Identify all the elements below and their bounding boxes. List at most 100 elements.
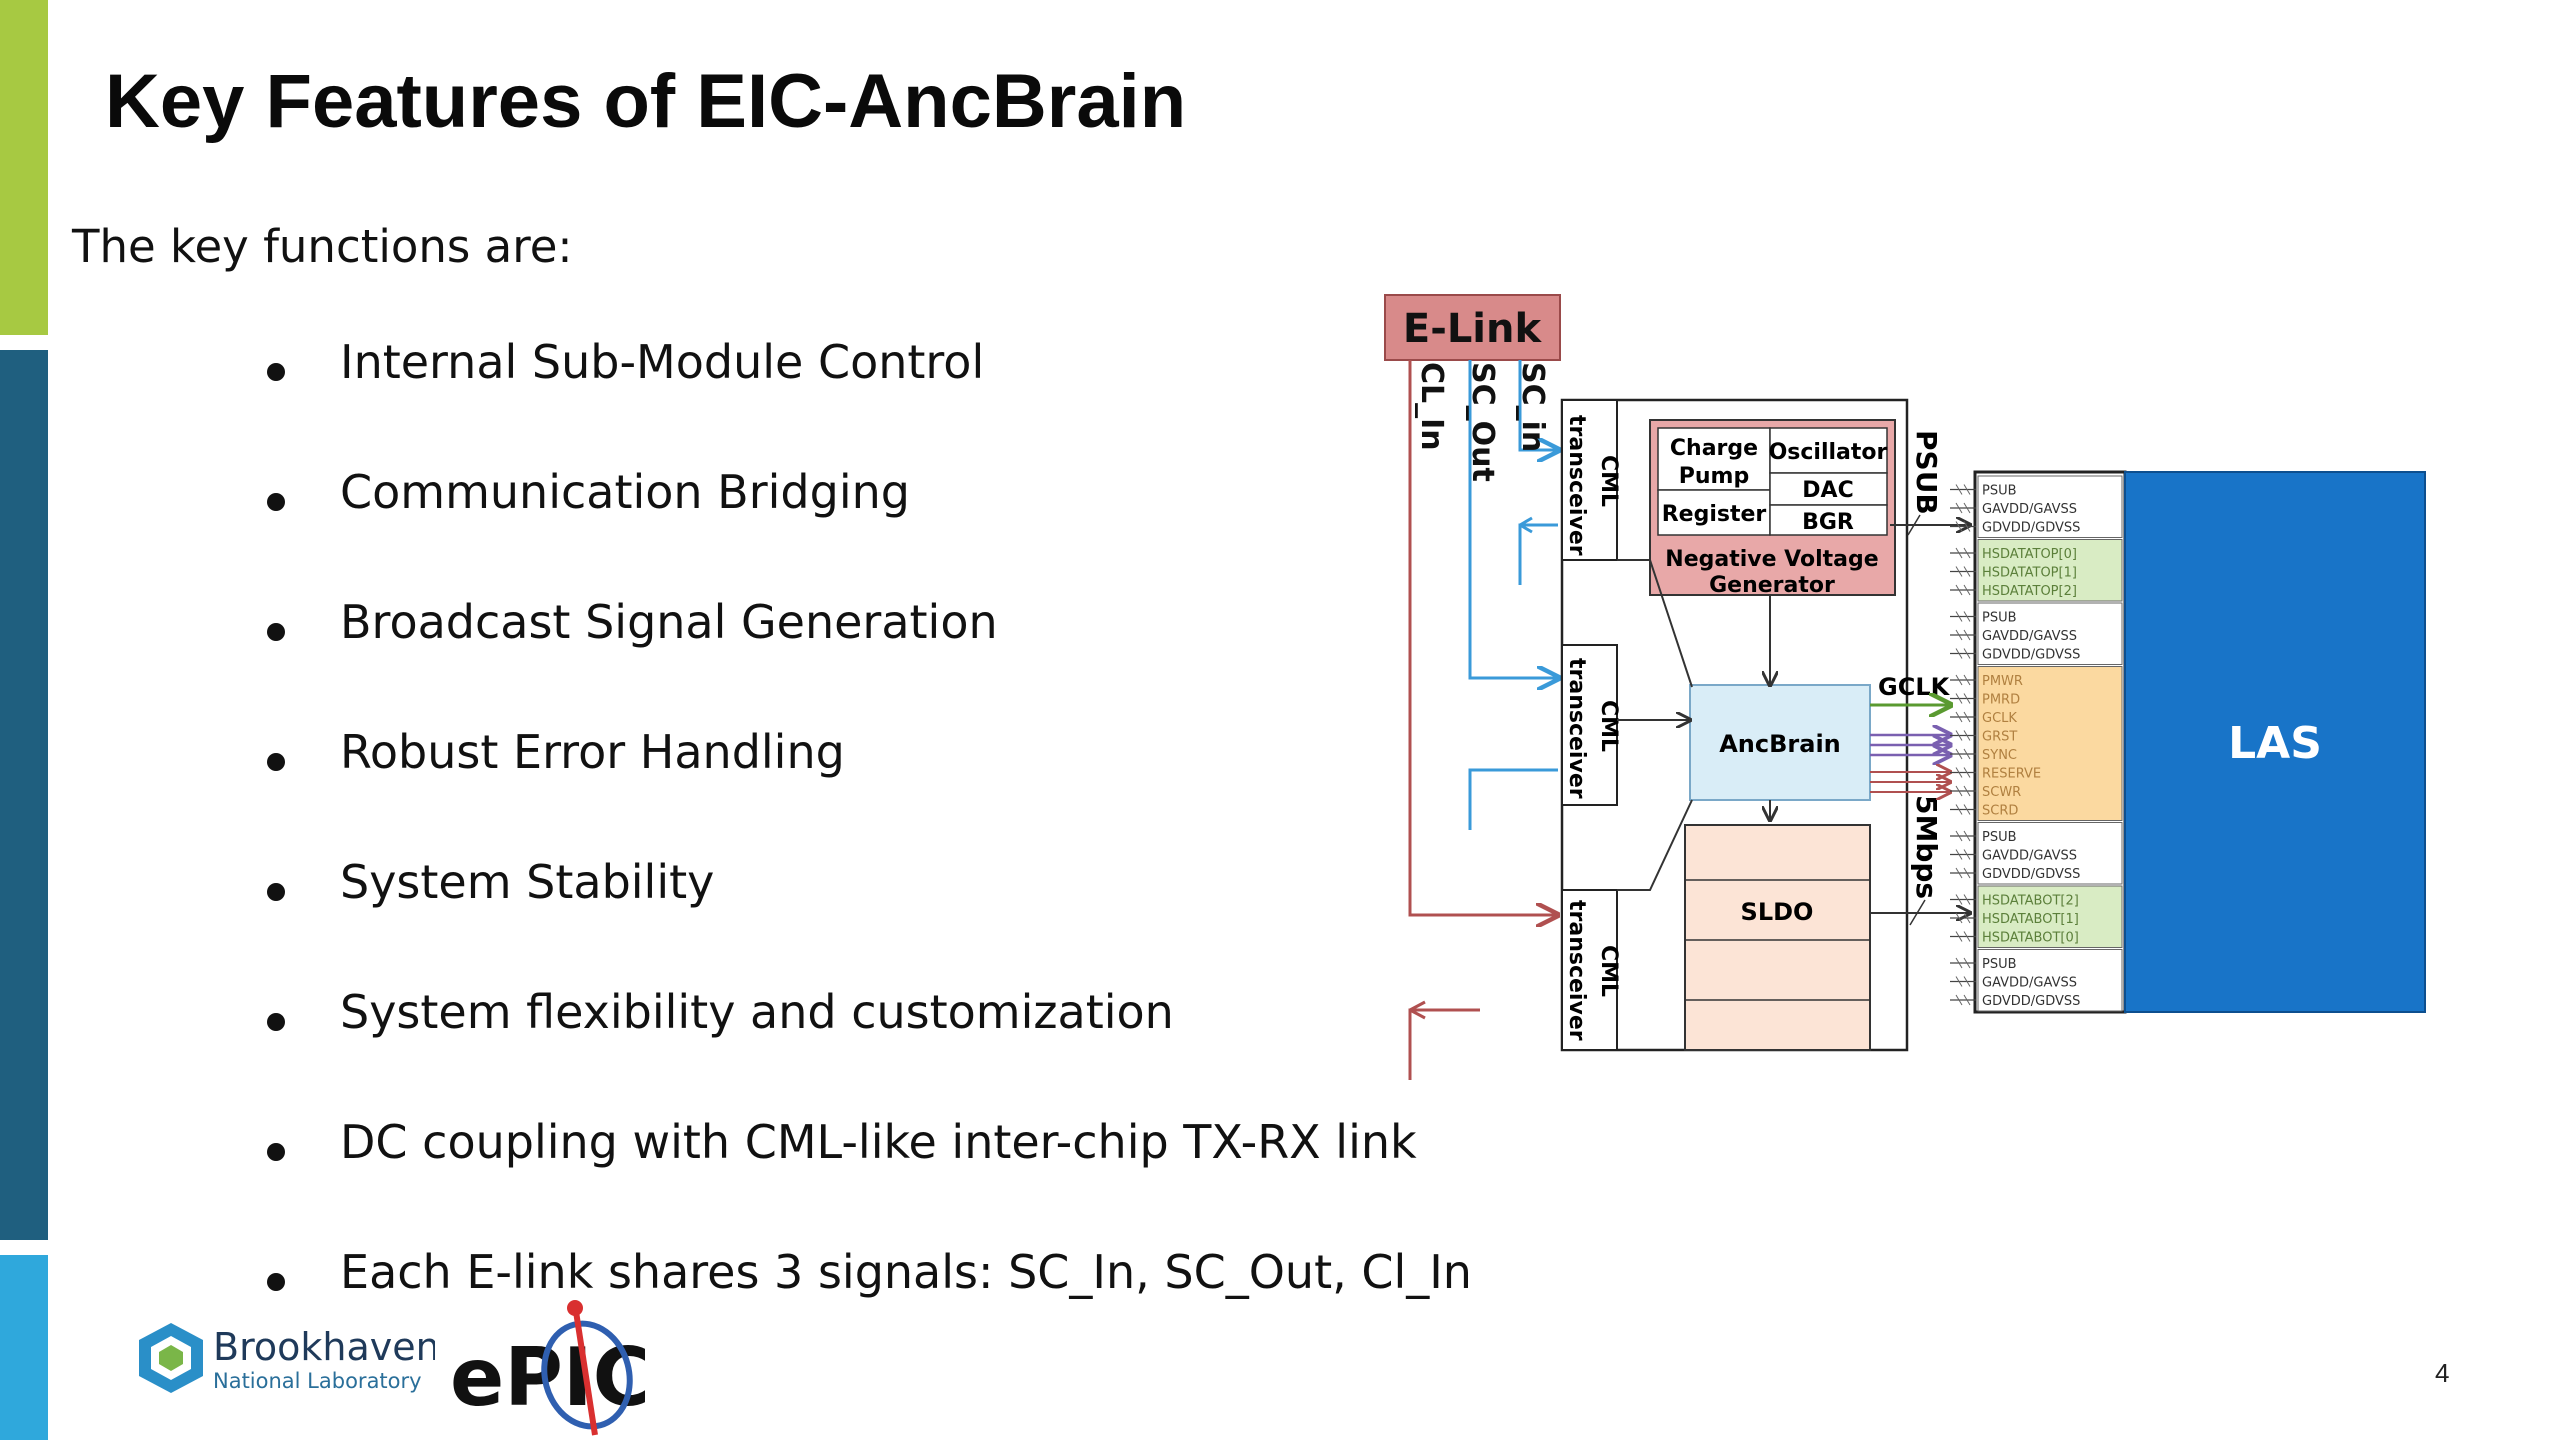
pin-tick [1955, 748, 1971, 760]
bullet-dot [267, 493, 285, 511]
pin-tick [1955, 629, 1971, 641]
pin-tick [1955, 894, 1971, 905]
bullet-text: DC coupling with CML-like inter-chip TX-… [340, 1115, 1417, 1169]
bullet-text: System Stability [340, 855, 715, 909]
cml-block-bot [1561, 889, 1618, 1051]
wire-cl-in [1408, 360, 1557, 915]
dac-label: DAC [1802, 478, 1853, 503]
pin-tick [1955, 912, 1971, 924]
pin-label: GDVDD/GDVSS [1982, 867, 2080, 882]
bullet-text: Each E-link shares 3 signals: SC_In, SC_… [340, 1245, 1472, 1299]
pin-tick [1955, 976, 1971, 987]
pin-tick [1955, 804, 1971, 815]
las-block [2124, 471, 2426, 1013]
cml-block-top [1561, 399, 1618, 561]
cml-block-mid [1561, 644, 1618, 806]
pin-group [1977, 822, 2123, 885]
register-label: Register [1662, 502, 1767, 527]
pin-label: HSDATABOT[2] [1982, 894, 2079, 909]
pin-tick [1955, 767, 1971, 778]
pin-label: GAVDD/GAVSS [1982, 849, 2077, 864]
charge-pump-label: Pump [1679, 464, 1749, 489]
pin-tick [1955, 730, 1971, 741]
pin-label: GDVDD/GDVSS [1982, 994, 2080, 1009]
pin-label: GRST [1982, 730, 2017, 745]
pin-label: HSDATABOT[0] [1982, 931, 2079, 946]
bullet-dot [267, 1143, 285, 1161]
pin-label: HSDATABOT[1] [1982, 912, 2079, 927]
pin-label: SCRD [1982, 804, 2018, 819]
pin-label: HSDATATOP[2] [1982, 584, 2077, 599]
pin-label: GDVDD/GDVSS [1982, 648, 2080, 663]
pin-group [1977, 885, 2123, 948]
psub-label: PSUB [1910, 430, 1943, 515]
pin-label: GAVDD/GAVSS [1982, 976, 2077, 991]
pin-tick [1955, 994, 1971, 1006]
pin-label: RESERVE [1982, 767, 2041, 782]
pin-tick [1955, 849, 1971, 860]
pin-label: PMWR [1982, 674, 2023, 689]
pin-label: HSDATATOP[0] [1982, 547, 2077, 562]
pin-label: PSUB [1982, 484, 2017, 499]
sldo-label: SLDO [1741, 898, 1814, 926]
pin-tick [1955, 931, 1971, 942]
nvg-label: Negative Voltage [1665, 547, 1878, 572]
ancbrain-block-diagram: E-Link SC_in SC_Out CL_In CML transceive… [1384, 294, 2426, 1080]
pin-label: GCLK [1982, 711, 2017, 726]
pin-tick [1955, 648, 1971, 659]
pin-tick [1955, 693, 1971, 704]
pin-group [1977, 666, 2123, 821]
gclk-label: GCLK [1878, 673, 1951, 701]
wire-cl-out [1408, 1008, 1480, 1080]
pin-tick [1955, 785, 1971, 797]
pin-label: PSUB [1982, 611, 2017, 626]
pin-groups: PSUB GAVDD/GAVSS GDVDD/GDVSS HSDATATOP[0] HS… [1950, 475, 2123, 1012]
pin-label: GAVDD/GAVSS [1982, 629, 2077, 644]
pin-label: HSDATATOP[1] [1982, 566, 2077, 581]
transceiver-label: transceiver [1564, 415, 1589, 556]
pin-group [1977, 602, 2123, 665]
pin-tick [1955, 711, 1971, 723]
pin-tick [1955, 502, 1971, 514]
pin-tick [1955, 484, 1971, 495]
bullet-dot [267, 1013, 285, 1031]
bullet-text: System flexibility and customization [340, 985, 1174, 1039]
sc-out-label: SC_Out [1465, 362, 1500, 482]
bnl-name: Brookhaven [213, 1325, 435, 1369]
pin-group [1977, 539, 2123, 602]
wire-sc-out [1468, 360, 1558, 678]
ancbrain-label: AncBrain [1719, 730, 1841, 758]
ancbrain-block [1689, 684, 1871, 801]
pin-tick [1955, 957, 1971, 969]
pin-label: SYNC [1982, 748, 2017, 763]
pin-group [1977, 949, 2123, 1012]
bullet-dot [267, 1273, 285, 1291]
pin-tick [1955, 867, 1971, 879]
brookhaven-logo: Brookhaven National Laboratory [139, 1323, 435, 1393]
bnl-sub: National Laboratory [213, 1369, 422, 1393]
wire-sc-in [1518, 360, 1558, 450]
pin-label: PMRD [1982, 693, 2020, 708]
pin-label: GAVDD/GAVSS [1982, 502, 2077, 517]
pin-label: GDVDD/GDVSS [1982, 521, 2080, 536]
bullet-dot [267, 883, 285, 901]
elink-label: E-Link [1403, 306, 1543, 352]
cl-in-label: CL_In [1414, 362, 1449, 451]
cml-label: CML [1596, 945, 1621, 997]
las-label: LAS [2228, 718, 2322, 769]
pin-label: PSUB [1982, 830, 2017, 845]
elink-box [1384, 294, 1561, 361]
pin-tick [1955, 830, 1971, 842]
pin-label: SCWR [1982, 785, 2021, 800]
pin-group [1977, 475, 2123, 538]
transceiver-label: transceiver [1564, 658, 1589, 799]
bgr-label: BGR [1802, 510, 1854, 535]
slide-title: Key Features of EIC-AncBrain [105, 59, 1187, 144]
accent-bar-green [0, 0, 48, 335]
bullet-text: Communication Bridging [340, 465, 910, 519]
wire-sc-aux [1468, 768, 1558, 830]
pin-tick [1955, 584, 1971, 596]
wire-sc-in-return [1518, 523, 1558, 585]
charge-pump-label: Charge [1670, 436, 1758, 461]
epic-logo: ePIC [450, 1300, 645, 1436]
